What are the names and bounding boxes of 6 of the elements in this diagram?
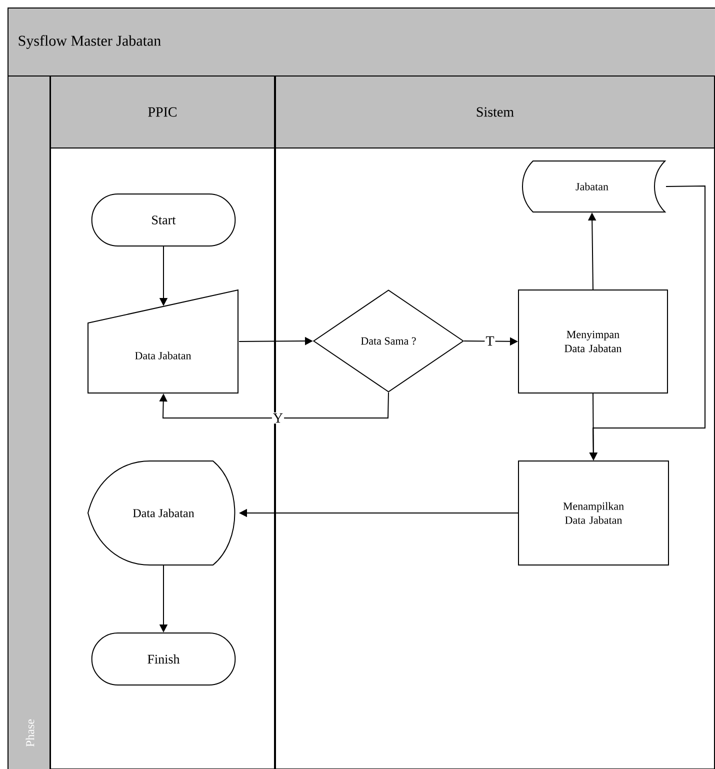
phase-label: Phase <box>26 719 34 747</box>
edge-label: T <box>484 335 496 347</box>
edge-label: Y <box>272 412 284 424</box>
arrow <box>159 392 389 418</box>
process-box: Menyimpan Data Jabatan <box>518 290 668 394</box>
process-box: Menampilkan Data Jabatan <box>518 460 669 566</box>
